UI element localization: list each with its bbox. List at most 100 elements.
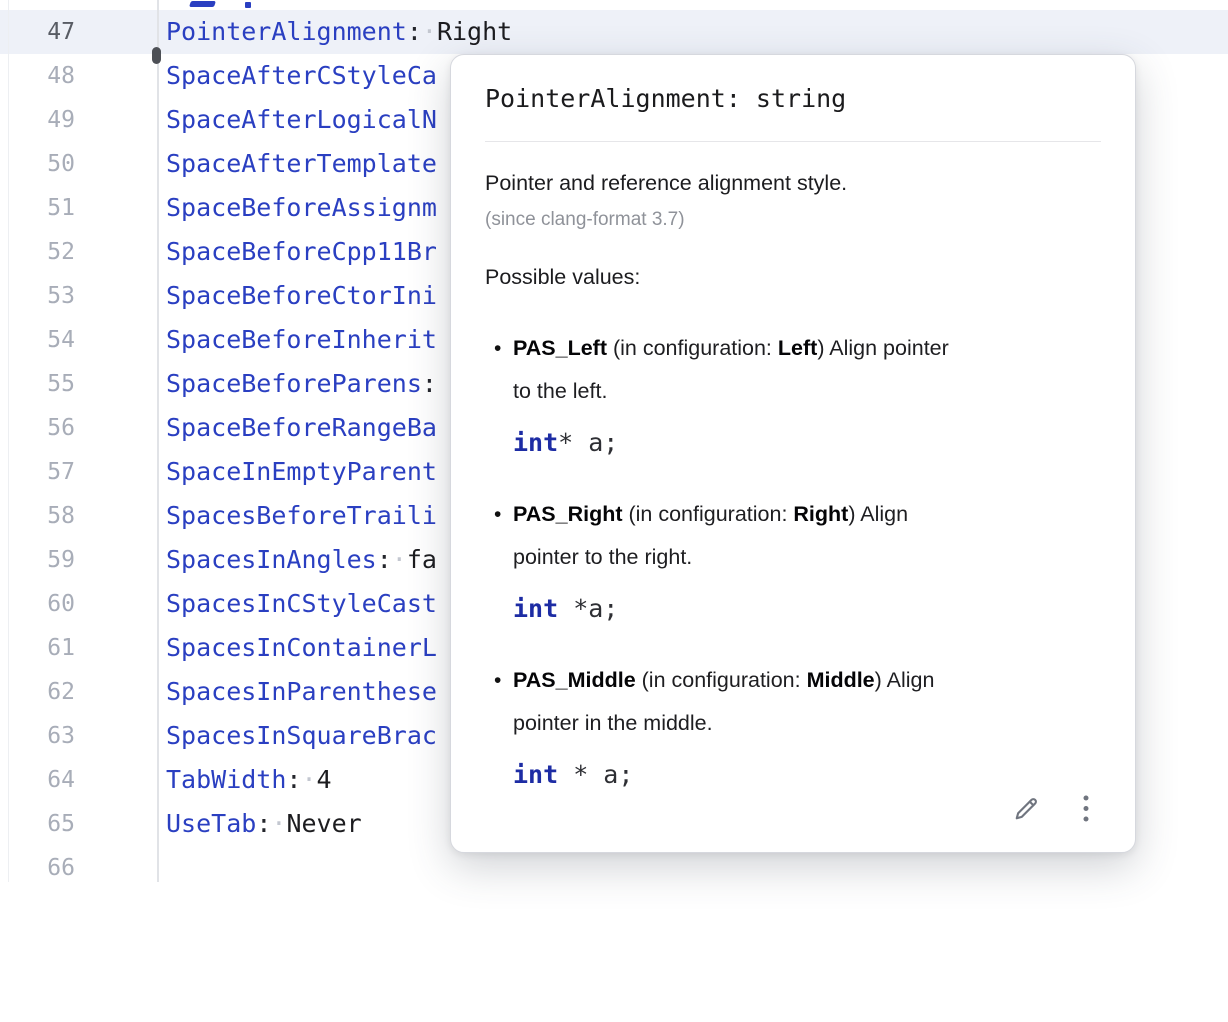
- code-editor[interactable]: 47 PointerAlignment:·Right 48 SpaceAfter…: [0, 0, 1228, 882]
- whitespace-dot: ·: [391, 545, 407, 574]
- whitespace-dot: ·: [421, 17, 437, 46]
- line-number: 53: [47, 283, 75, 309]
- yaml-key: SpaceBeforeCtorIni: [166, 281, 437, 310]
- kebab-menu-icon: [1081, 792, 1091, 826]
- code-text: SpaceBeforeParens:·: [166, 369, 437, 398]
- code-line[interactable]: 48 SpaceAfterCStyleCa·: [0, 54, 1228, 98]
- possible-value-item: • PAS_Left (in configuration: Left) Alig…: [485, 327, 1101, 461]
- yaml-key: SpaceBeforeCpp11Br: [166, 237, 437, 266]
- line-number: 61: [47, 635, 75, 661]
- doc-since-note: (since clang-format 3.7): [485, 209, 685, 230]
- code-line[interactable]: 61 SpacesInContainerL·: [0, 626, 1228, 670]
- edit-button[interactable]: [1009, 792, 1043, 826]
- code-line[interactable]: 66 ·: [0, 846, 1228, 890]
- line-number: 64: [47, 767, 75, 793]
- code-line[interactable]: 60 SpacesInCStyleCast·: [0, 582, 1228, 626]
- pencil-icon: [1011, 794, 1041, 824]
- yaml-key: SpacesInCStyleCast: [166, 589, 437, 618]
- code-text: SpaceInEmptyParent·: [166, 450, 437, 494]
- code-text: SpaceBeforeCtorIni·: [166, 274, 437, 318]
- yaml-value: Never: [286, 809, 362, 838]
- yaml-key: SpacesInSquareBrac: [166, 721, 437, 750]
- yaml-key: SpaceBeforeParens: [166, 369, 422, 398]
- yaml-key: SpacesInParenthese: [166, 677, 437, 706]
- code-text: SpacesInParenthese·: [166, 670, 437, 714]
- caret-handle[interactable]: [152, 47, 161, 64]
- yaml-value: 4: [316, 765, 332, 794]
- documentation-popup[interactable]: PointerAlignment: string Pointer and ref…: [450, 54, 1136, 853]
- yaml-key: SpaceBeforeRangeBa: [166, 413, 437, 442]
- gutter-left-border: [8, 0, 9, 882]
- code-text: SpaceBeforeInherit·: [166, 318, 437, 362]
- code-line[interactable]: 51 SpaceBeforeAssignm·: [0, 186, 1228, 230]
- code-text: SpaceBeforeRangeBa·: [166, 406, 437, 450]
- code-line[interactable]: 65 UseTab:·Never: [0, 802, 1228, 846]
- code-line[interactable]: 63 SpacesInSquareBrac·: [0, 714, 1228, 758]
- code-line[interactable]: 50 SpaceAfterTemplate·: [0, 142, 1228, 186]
- doc-divider: [485, 141, 1101, 142]
- code-text: SpacesInAngles:·fa: [166, 545, 437, 574]
- line-number: 63: [47, 723, 75, 749]
- line-number: 50: [47, 151, 75, 177]
- doc-description: Pointer and reference alignment style.: [485, 171, 848, 195]
- code-text: SpaceAfterCStyleCa·: [166, 54, 437, 98]
- bullet-icon: •: [494, 503, 502, 526]
- possible-value-text: PAS_Middle (in configuration: Middle) Al…: [513, 668, 935, 735]
- line-number: 59: [47, 547, 75, 573]
- code-text: SpaceBeforeCpp11Br·: [166, 230, 437, 274]
- code-text: SpacesInContainerL·: [166, 626, 437, 670]
- yaml-key: UseTab: [166, 809, 257, 838]
- code-text: SpacesInSquareBrac·: [166, 714, 437, 758]
- code-example: int *a;: [513, 594, 619, 623]
- possible-value-text: PAS_Left (in configuration: Left) Align …: [513, 336, 949, 403]
- line-46-clipped-text: [245, 2, 251, 8]
- value-name: PAS_Middle: [513, 668, 636, 692]
- code-text: SpacesBeforeTraili·: [166, 494, 437, 538]
- yaml-key: SpaceAfterLogicalN: [166, 105, 437, 134]
- line-46-clipped-text: [189, 1, 216, 7]
- code-line[interactable]: 59 SpacesInAngles:·fa: [0, 538, 1228, 582]
- code-line[interactable]: 54 SpaceBeforeInherit·: [0, 318, 1228, 362]
- code-line[interactable]: 47 PointerAlignment:·Right: [0, 10, 1228, 54]
- yaml-key: SpaceAfterCStyleCa: [166, 61, 437, 90]
- more-options-button[interactable]: [1069, 792, 1103, 826]
- code-line[interactable]: 49 SpaceAfterLogicalN·: [0, 98, 1228, 142]
- whitespace-dot: ·: [301, 765, 317, 794]
- yaml-key: SpaceBeforeAssignm: [166, 193, 437, 222]
- yaml-key: SpacesBeforeTraili: [166, 501, 437, 530]
- code-line[interactable]: 53 SpaceBeforeCtorIni·: [0, 274, 1228, 318]
- line-number: 52: [47, 239, 75, 265]
- doc-possible-values-label: Possible values:: [485, 265, 641, 289]
- code-text: TabWidth:·4: [166, 765, 332, 794]
- gutter-separator: [157, 0, 159, 882]
- code-text: SpacesInCStyleCast·: [166, 582, 437, 626]
- yaml-key: SpaceInEmptyParent: [166, 457, 437, 486]
- line-number: 49: [47, 107, 75, 133]
- code-line[interactable]: 55 SpaceBeforeParens:·: [0, 362, 1228, 406]
- line-number: 65: [47, 811, 75, 837]
- value-config-name: Right: [793, 502, 849, 526]
- code-example: int * a;: [513, 760, 634, 789]
- code-line[interactable]: 58 SpacesBeforeTraili·: [0, 494, 1228, 538]
- code-text: SpaceBeforeAssignm·: [166, 186, 437, 230]
- line-number: 62: [47, 679, 75, 705]
- code-line[interactable]: 57 SpaceInEmptyParent·: [0, 450, 1228, 494]
- value-config-name: Left: [777, 336, 818, 360]
- code-line[interactable]: 62 SpacesInParenthese·: [0, 670, 1228, 714]
- line-number: 48: [47, 63, 75, 89]
- line-number: 60: [47, 591, 75, 617]
- line-number: 55: [47, 371, 75, 397]
- yaml-key: SpaceBeforeInherit: [166, 325, 437, 354]
- possible-value-item: • PAS_Right (in configuration: Right) Al…: [485, 493, 1101, 627]
- code-line[interactable]: 56 SpaceBeforeRangeBa·: [0, 406, 1228, 450]
- code-text: SpaceAfterLogicalN·: [166, 98, 437, 142]
- code-line[interactable]: 64 TabWidth:·4: [0, 758, 1228, 802]
- line-number: 58: [47, 503, 75, 529]
- whitespace-dot: ·: [271, 809, 287, 838]
- line-number: 57: [47, 459, 75, 485]
- possible-value-text: PAS_Right (in configuration: Right) Alig…: [513, 502, 909, 569]
- line-number: 51: [47, 195, 75, 221]
- value-name: PAS_Right: [513, 502, 623, 526]
- code-line[interactable]: 52 SpaceBeforeCpp11Br·: [0, 230, 1228, 274]
- doc-popup-actions: [1009, 792, 1103, 826]
